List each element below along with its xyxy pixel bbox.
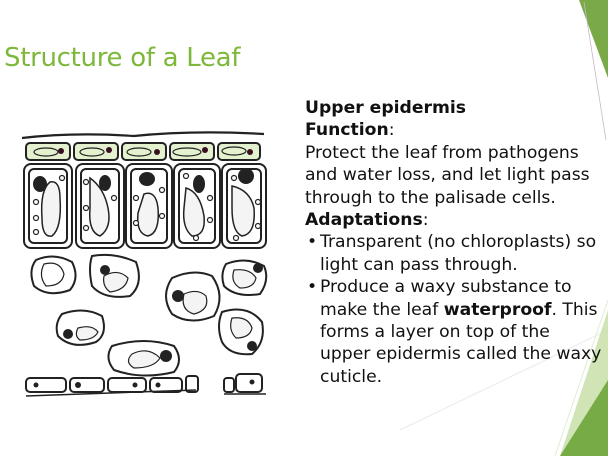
bullet-icon: • <box>307 232 318 253</box>
adaptations-label: Adaptations <box>305 210 423 231</box>
bullet-icon: • <box>307 277 318 298</box>
section-heading: Upper epidermis <box>305 98 466 118</box>
adaptation-item: •Transparent (no chloroplasts) so light … <box>305 231 605 276</box>
content-text-block: Upper epidermis Function: Protect the le… <box>305 97 605 388</box>
adaptation-bold-term: waterproof <box>443 299 552 320</box>
bottom-right-green-triangle <box>560 380 608 456</box>
palisade-cells <box>23 163 267 249</box>
leaf-cross-section-diagram <box>21 131 268 397</box>
adaptation-text-cont: . This forms a layer on top of the upper… <box>320 299 602 387</box>
adaptation-text: Transparent (no chloroplasts) so light c… <box>320 232 597 275</box>
adaptation-item: •Produce a waxy substance to make the le… <box>305 276 605 388</box>
upper-epidermis-cells <box>25 142 261 161</box>
top-right-green-triangle <box>579 0 608 78</box>
adaptations-label-line: Adaptations: <box>305 209 605 231</box>
function-colon: : <box>388 120 395 141</box>
function-text: Protect the leaf from pathogens and wate… <box>305 142 590 208</box>
adaptations-colon: : <box>422 210 429 231</box>
adaptations-list: •Transparent (no chloroplasts) so light … <box>305 231 605 388</box>
slide-title: Structure of a Leaf <box>4 43 241 73</box>
adaptation-text: Produce a waxy substance to make the lea… <box>320 277 572 320</box>
lower-epidermis-cells <box>25 373 266 397</box>
function-label-line: Function: <box>305 119 605 141</box>
function-label: Function <box>305 120 389 141</box>
spongy-mesophyll-cells <box>30 253 268 377</box>
